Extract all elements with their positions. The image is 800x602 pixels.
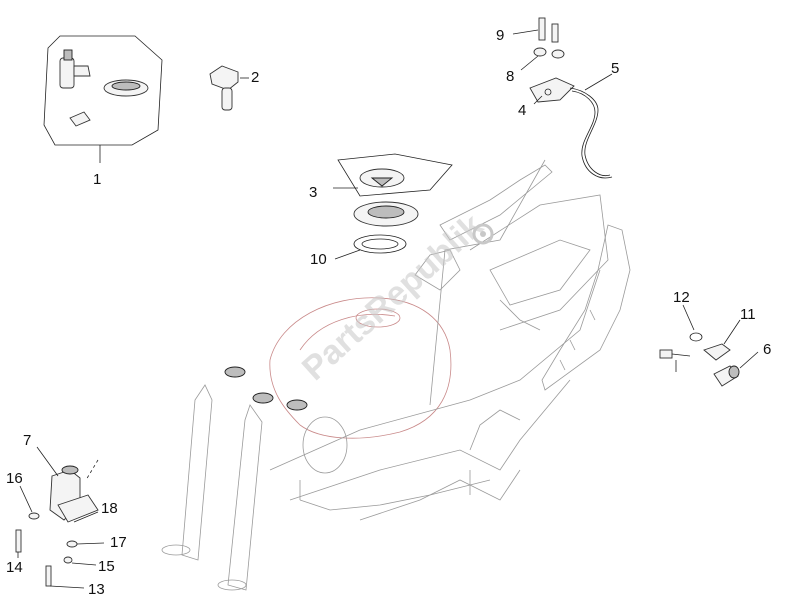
callout-18: 18 [101, 500, 118, 517]
callout-8: 8 [506, 68, 514, 85]
callout-6: 6 [763, 341, 771, 358]
callout-7: 7 [23, 432, 31, 449]
helmet-lock-small-parts [659, 349, 691, 372]
part-10-fuel-cap-gasket [334, 234, 407, 260]
part-9-screws [512, 17, 559, 43]
part-15-pin [63, 556, 97, 566]
part-8-washers [520, 47, 565, 71]
part-13-bolt [45, 565, 85, 589]
part-12-ring [682, 304, 703, 342]
watermark-gear-icon [472, 223, 494, 245]
part-4-bracket [529, 77, 575, 105]
part-17-washer [66, 540, 105, 548]
watermark: PartsRepublik [295, 207, 490, 388]
callout-15: 15 [98, 558, 115, 575]
part-11-hook [703, 319, 741, 361]
callout-5: 5 [611, 60, 619, 77]
part-1-lock-kit [43, 35, 163, 163]
callout-16: 16 [6, 470, 23, 487]
part-18-spring [73, 511, 99, 523]
callout-11: 11 [740, 306, 756, 323]
callout-9: 9 [496, 27, 504, 44]
callout-2: 2 [251, 69, 259, 86]
part-6-lock-cylinder [713, 351, 759, 387]
part-14-bolt [15, 529, 22, 558]
callout-3: 3 [309, 184, 317, 201]
callout-4: 4 [518, 102, 526, 119]
part-5-release-cable [569, 73, 613, 179]
part-16-screw [19, 485, 40, 520]
callout-10: 10 [310, 251, 327, 268]
callout-17: 17 [110, 534, 127, 551]
part-7-seat-lock [36, 446, 99, 523]
callout-13: 13 [88, 581, 105, 598]
part-3-fuel-cap [333, 153, 453, 227]
callout-12: 12 [673, 289, 690, 306]
part-2-ignition-switch [209, 65, 249, 111]
callout-14: 14 [6, 559, 23, 576]
motorcycle-frame-outline [161, 159, 631, 591]
callout-1: 1 [93, 171, 101, 188]
